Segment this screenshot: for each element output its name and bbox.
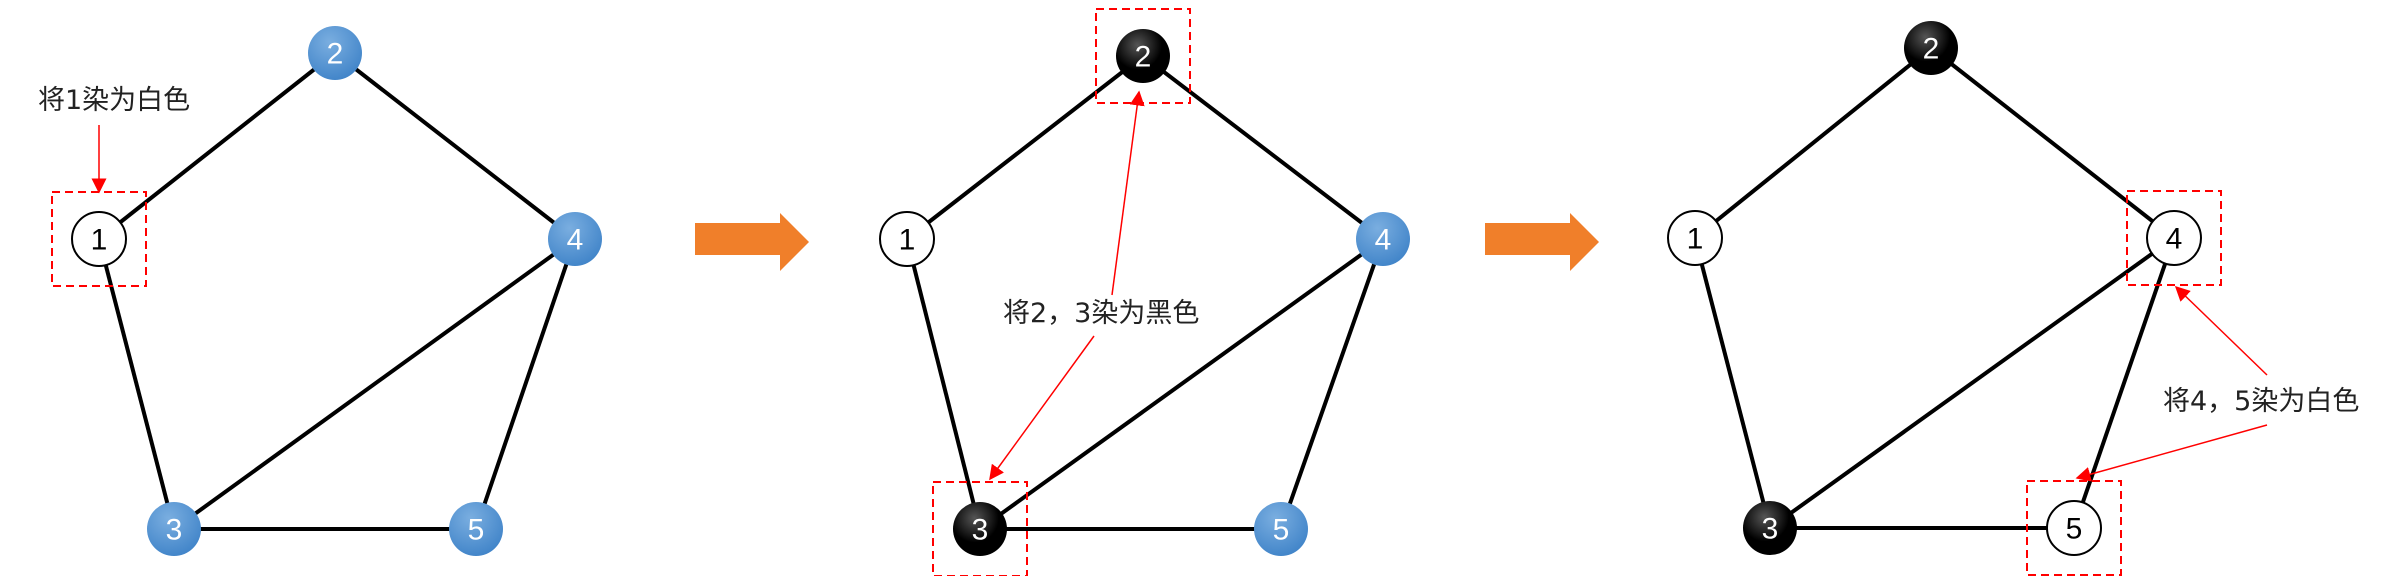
node-circle — [548, 212, 602, 266]
node-circle — [1116, 29, 1170, 83]
node-3: 3 — [953, 502, 1007, 556]
node-4: 4 — [1356, 212, 1410, 266]
annotation-panel-2: 将2，3染为黑色 — [1003, 298, 1199, 329]
node-2: 2 — [1116, 29, 1170, 83]
graph-panel-2: 1 2 3 4 5 — [879, 8, 1410, 576]
edge-1-2 — [1693, 46, 1933, 240]
edge-4-5 — [1279, 238, 1385, 530]
node-1: 1 — [71, 211, 127, 267]
node-2: 2 — [1904, 21, 1958, 75]
node-circle — [1356, 212, 1410, 266]
edge-1-3 — [905, 238, 982, 530]
node-label: 4 — [567, 224, 584, 257]
node-label: 1 — [1687, 223, 1704, 256]
node-label: 2 — [1135, 41, 1152, 74]
node-circle — [1254, 502, 1308, 556]
edge-2-4 — [333, 51, 577, 241]
edge-2-4 — [1929, 46, 2176, 240]
node-label: 2 — [1923, 33, 1940, 66]
node-2: 2 — [308, 26, 362, 80]
node-label: 4 — [2166, 223, 2183, 256]
edge-4-5 — [474, 238, 577, 530]
node-circle — [1667, 210, 1723, 266]
highlight-box — [2126, 190, 2222, 286]
node-circle — [308, 26, 362, 80]
node-1: 1 — [879, 211, 935, 267]
edge-1-3 — [97, 238, 176, 530]
node-5: 5 — [1254, 502, 1308, 556]
node-label: 3 — [972, 514, 989, 547]
node-1: 1 — [1667, 210, 1723, 266]
node-label: 1 — [899, 224, 916, 257]
node-label: 4 — [1375, 224, 1392, 257]
node-label: 5 — [2066, 513, 2083, 546]
graph-panel-1: 1 2 3 4 5 — [51, 26, 602, 556]
annotation-pointer — [2075, 424, 2268, 482]
node-label: 2 — [327, 38, 344, 71]
node-label: 3 — [166, 514, 183, 547]
edge-1-3 — [1693, 237, 1772, 529]
node-5: 5 — [449, 502, 503, 556]
node-circle — [879, 211, 935, 267]
node-label: 3 — [1762, 513, 1779, 546]
annotation-pointer — [989, 335, 1095, 481]
node-4: 4 — [548, 212, 602, 266]
edge-1-2 — [97, 51, 337, 241]
highlight-box — [2026, 480, 2122, 576]
node-label: 5 — [468, 514, 485, 547]
edge-3-4 — [978, 237, 1385, 531]
edge-3-4 — [172, 237, 577, 531]
annotation-panel-1: 将1染为白色 — [38, 85, 190, 116]
node-5: 5 — [2046, 500, 2102, 556]
edge-2-4 — [1141, 54, 1385, 241]
graph-panel-3: 1 2 3 4 5 — [1667, 21, 2222, 576]
edge-1-2 — [905, 54, 1145, 241]
node-3: 3 — [147, 502, 201, 556]
annotation-panel-3: 将4，5染为白色 — [2163, 386, 2359, 417]
annotation-pointer — [2174, 285, 2268, 376]
edge-3-4 — [1768, 236, 2176, 530]
node-circle — [449, 502, 503, 556]
next-step-arrow — [695, 213, 809, 271]
annotation-pointer — [1111, 90, 1145, 296]
node-3: 3 — [1743, 501, 1797, 555]
node-circle — [2146, 210, 2202, 266]
node-circle — [953, 502, 1007, 556]
node-4: 4 — [2146, 210, 2202, 266]
node-label: 1 — [91, 224, 108, 257]
node-circle — [147, 502, 201, 556]
node-circle — [71, 211, 127, 267]
node-circle — [2046, 500, 2102, 556]
edge-4-5 — [2072, 237, 2176, 529]
highlight-box — [932, 481, 1028, 576]
next-step-arrow — [1485, 213, 1599, 271]
node-label: 5 — [1273, 514, 1290, 547]
node-circle — [1904, 21, 1958, 75]
node-circle — [1743, 501, 1797, 555]
